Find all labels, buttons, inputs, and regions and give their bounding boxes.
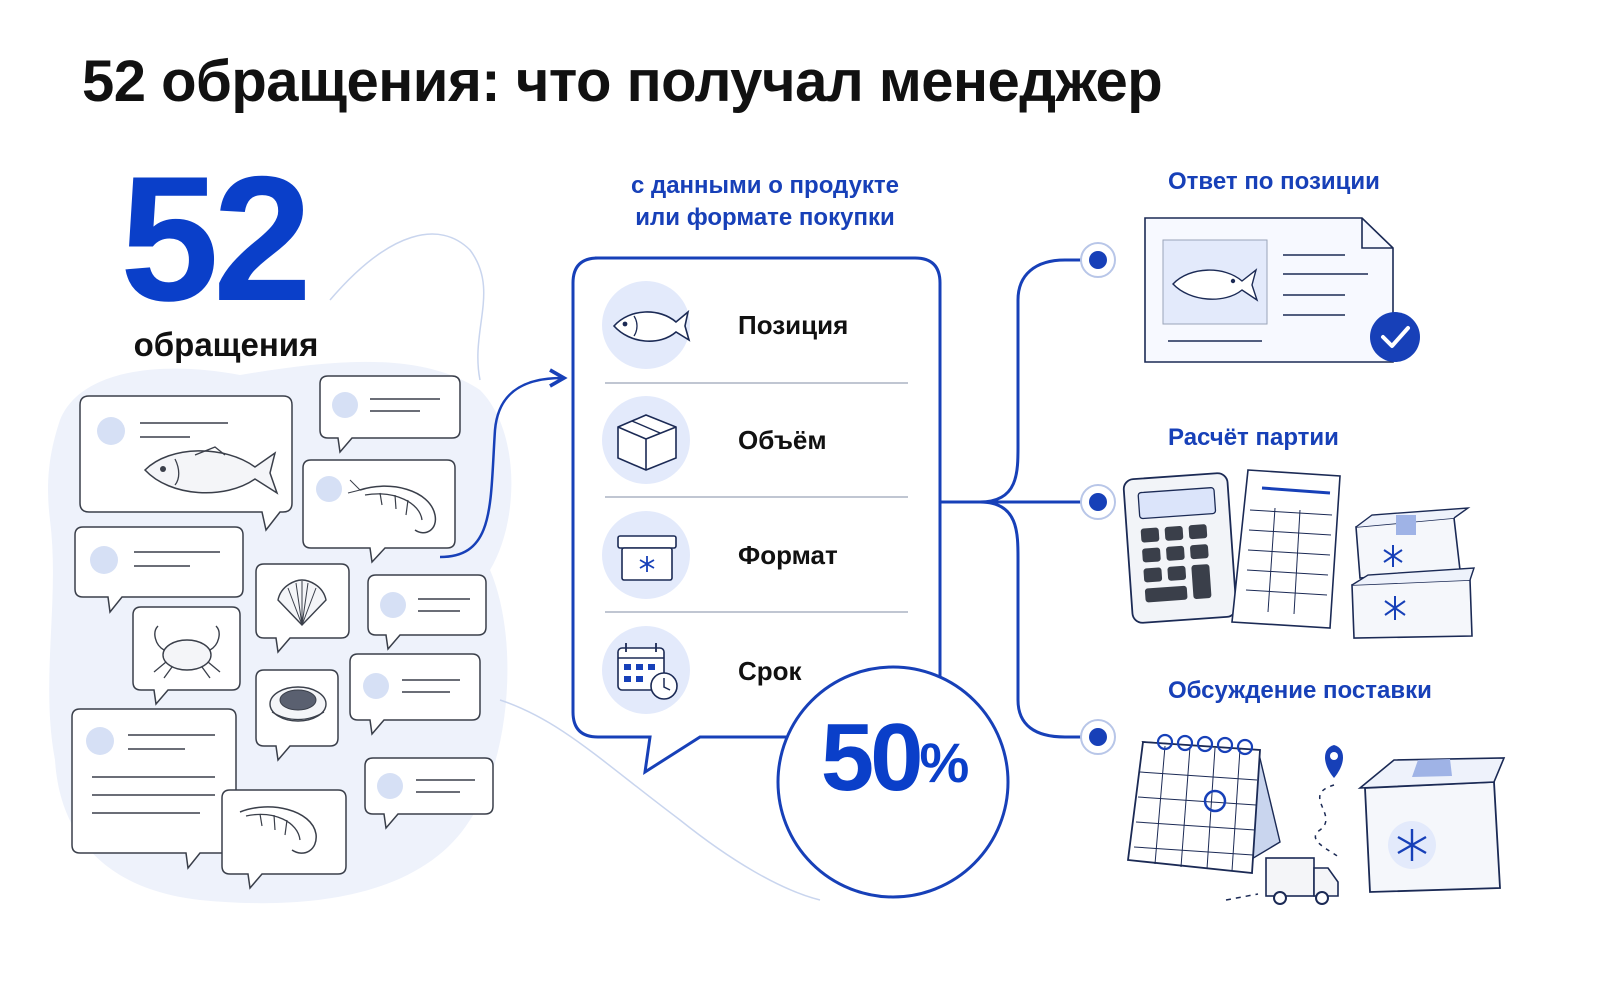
request-count-caption: обращения (133, 326, 319, 363)
branch-node (1080, 719, 1116, 755)
share-value: 50% (790, 710, 1000, 806)
wave-line (329, 233, 485, 381)
chat-bubble (367, 574, 487, 651)
outcome-label-batch: Расчёт партии (1168, 424, 1339, 451)
chat-bubble (71, 708, 237, 870)
chat-bubble (221, 789, 347, 890)
chat-bubble (364, 757, 494, 830)
frozen-box-icon (1351, 567, 1475, 639)
outcome-label-delivery: Обсуждение поставки (1168, 677, 1432, 704)
spreadsheet-icon (1231, 469, 1341, 629)
chat-bubble (302, 459, 456, 564)
scallop-icon (277, 579, 327, 627)
data-card-caption-line: с данными о продукте (630, 172, 900, 199)
flow-arrow (439, 368, 568, 559)
request-count: 52 (120, 139, 312, 338)
category-label-volume: Объём (738, 425, 827, 455)
share-unit: % (919, 731, 970, 794)
truck-icon (1225, 857, 1339, 905)
fish-icon (143, 446, 279, 495)
box-icon (602, 396, 690, 484)
calendar-clock-icon (602, 626, 690, 714)
shrimp-icon (347, 479, 437, 534)
outcome-label-answer: Ответ по позиции (1168, 168, 1380, 195)
branch-line (979, 500, 1098, 739)
fish-icon (602, 281, 691, 369)
calculator-icon (1122, 472, 1238, 624)
chat-bubble (349, 653, 481, 736)
share-number: 50 (820, 704, 924, 811)
data-card-caption: с данными о продукте или формате покупки (585, 170, 945, 234)
page-title: 52 обращения: что получал менеджер (82, 49, 1163, 114)
category-label-term: Срок (738, 656, 802, 686)
chat-bubble (74, 526, 244, 614)
share-circle (776, 665, 1010, 899)
document-check-icon (1144, 217, 1420, 363)
cooler-box-icon (1357, 757, 1506, 893)
location-pin-icon (1314, 745, 1343, 859)
chat-bubble (319, 375, 461, 454)
category-label-format: Формат (738, 540, 838, 570)
branch-node (1080, 484, 1116, 520)
freezer-box-icon (602, 511, 690, 599)
wave-line (499, 699, 821, 901)
crab-icon (153, 625, 221, 679)
branch-node (1080, 242, 1116, 278)
category-label-position: Позиция (738, 310, 849, 340)
branch-line (979, 258, 1098, 504)
shrimp-icon (239, 806, 317, 854)
data-card-caption-line: или формате покупки (635, 204, 895, 231)
calendar-icon (1126, 733, 1281, 874)
mussel-icon (269, 686, 327, 722)
frozen-box-icon (1355, 507, 1471, 579)
